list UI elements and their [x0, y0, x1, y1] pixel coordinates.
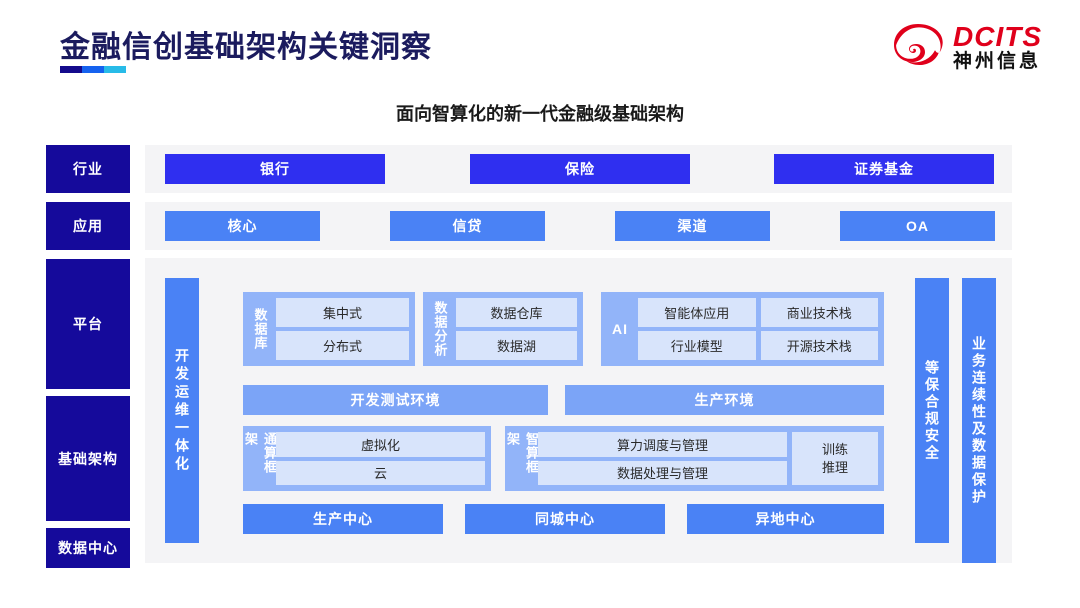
- analytics-item-data-lake[interactable]: 数据湖: [456, 331, 577, 360]
- ai-item-agent-application[interactable]: 智能体应用: [638, 298, 756, 327]
- diagram-subtitle: 面向智算化的新一代金融级基础架构: [396, 104, 684, 124]
- application-item-channel[interactable]: 渠道: [615, 211, 770, 241]
- group-label-ai: AI: [612, 321, 628, 337]
- right-band-compliance-security[interactable]: 等保合规安全: [915, 278, 949, 543]
- application-row-band: 核心 信贷 渠道 OA: [145, 202, 1012, 250]
- logo-text-en: DCITS: [953, 21, 1042, 53]
- accent-segment-3: [104, 66, 126, 73]
- right-band-business-continuity[interactable]: 业务连续性及数据保护: [962, 278, 996, 563]
- group-label-intelligent-compute: 智算框架: [505, 432, 539, 474]
- analytics-item-data-warehouse[interactable]: 数据仓库: [456, 298, 577, 327]
- platform-group-ai: AI 智能体应用 行业模型 商业技术栈 开源技术栈: [601, 292, 884, 366]
- datacenter-item-metro[interactable]: 同城中心: [465, 504, 665, 534]
- group-label-database: 数据库: [252, 308, 268, 350]
- row-label-industry: 行业: [46, 145, 130, 193]
- ai-item-opensource-stack[interactable]: 开源技术栈: [760, 331, 878, 360]
- dcits-swirl-icon: [891, 20, 945, 74]
- group-label-general-compute: 通算框架: [243, 432, 277, 474]
- ai-item-industry-model[interactable]: 行业模型: [638, 331, 756, 360]
- industry-item-insurance[interactable]: 保险: [470, 154, 690, 184]
- environment-dev-test[interactable]: 开发测试环境: [243, 385, 548, 415]
- company-logo: DCITS 神州信息: [891, 20, 1042, 74]
- datacenter-item-production[interactable]: 生产中心: [243, 504, 443, 534]
- row-label-datacenter: 数据中心: [46, 528, 130, 568]
- page-title: 金融信创基础架构关键洞察: [60, 31, 432, 64]
- environment-production[interactable]: 生产环境: [565, 385, 884, 415]
- datacenter-item-remote[interactable]: 异地中心: [687, 504, 884, 534]
- platform-group-database: 数据库 集中式 分布式: [243, 292, 415, 366]
- infra-group-general-compute: 通算框架 虚拟化 云: [243, 426, 491, 491]
- train-label: 训练: [821, 441, 848, 457]
- infer-label: 推理: [821, 459, 848, 475]
- title-accent-bar: [60, 66, 126, 73]
- application-item-oa[interactable]: OA: [840, 211, 995, 241]
- industry-item-securities-fund[interactable]: 证券基金: [774, 154, 994, 184]
- infra-group-intelligent-compute: 智算框架 算力调度与管理 数据处理与管理 训练 推理: [505, 426, 884, 491]
- database-item-centralized[interactable]: 集中式: [276, 298, 409, 327]
- logo-text-cn: 神州信息: [953, 50, 1042, 72]
- general-compute-item-virtualization[interactable]: 虚拟化: [276, 432, 485, 457]
- application-item-core[interactable]: 核心: [165, 211, 320, 241]
- intelligent-compute-item-scheduling[interactable]: 算力调度与管理: [538, 432, 787, 457]
- group-label-analytics: 数据分析: [432, 301, 448, 357]
- intelligent-compute-item-data-processing[interactable]: 数据处理与管理: [538, 460, 787, 485]
- row-label-infrastructure: 基础架构: [46, 396, 130, 521]
- application-item-credit[interactable]: 信贷: [390, 211, 545, 241]
- ai-item-commercial-stack[interactable]: 商业技术栈: [760, 298, 878, 327]
- row-label-platform: 平台: [46, 259, 130, 389]
- general-compute-item-cloud[interactable]: 云: [276, 460, 485, 485]
- devops-vertical-band[interactable]: 开发运维一体化: [165, 278, 199, 543]
- industry-row-band: 银行 保险 证券基金: [145, 145, 1012, 193]
- accent-segment-2: [82, 66, 104, 73]
- intelligent-compute-train-infer[interactable]: 训练 推理: [792, 432, 878, 485]
- database-item-distributed[interactable]: 分布式: [276, 331, 409, 360]
- slide-header: 金融信创基础架构关键洞察 DCITS 神州信息: [0, 0, 1080, 92]
- row-label-application: 应用: [46, 202, 130, 250]
- accent-segment-1: [60, 66, 82, 73]
- platform-group-analytics: 数据分析 数据仓库 数据湖: [423, 292, 583, 366]
- industry-item-bank[interactable]: 银行: [165, 154, 385, 184]
